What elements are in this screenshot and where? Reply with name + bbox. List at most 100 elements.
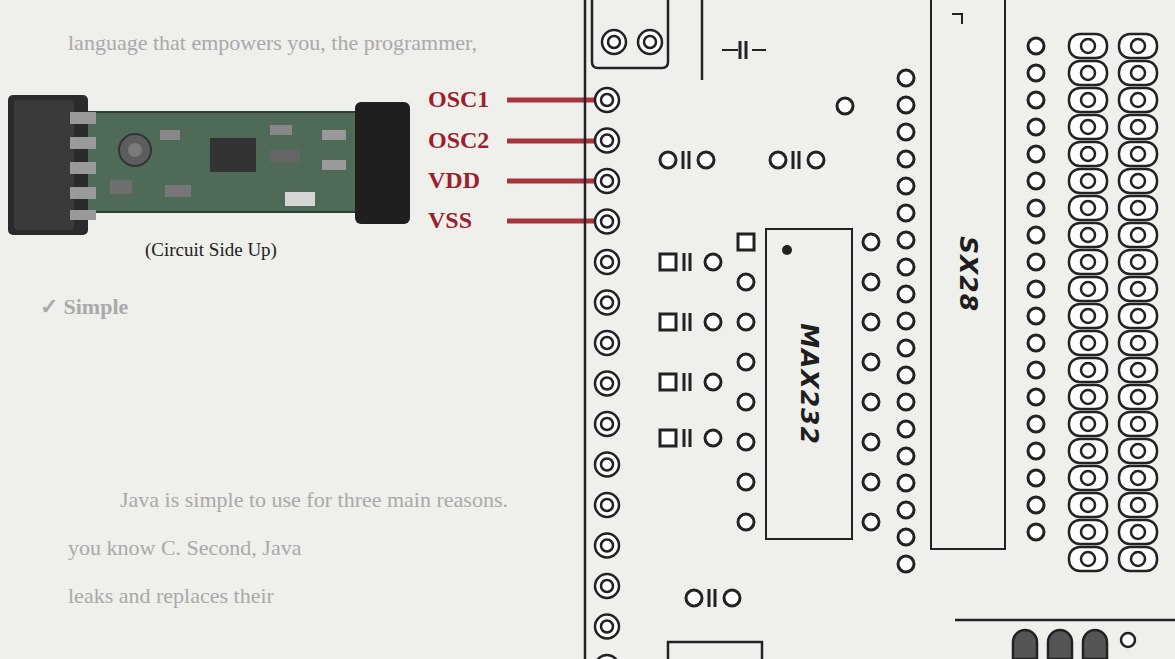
bleed-through-text: you know C. Second, Java bbox=[68, 535, 301, 560]
header-pad bbox=[601, 216, 613, 228]
header-pad bbox=[1131, 417, 1145, 431]
header-pad bbox=[1069, 196, 1107, 220]
header-pad bbox=[1069, 88, 1107, 112]
pad bbox=[863, 474, 879, 490]
header-pad bbox=[1119, 250, 1157, 274]
header-pad bbox=[595, 250, 619, 274]
module-photo bbox=[8, 95, 410, 235]
header-pad bbox=[1131, 336, 1145, 350]
capacitor-symbol bbox=[688, 151, 691, 169]
header-pad bbox=[1081, 417, 1095, 431]
header-pad bbox=[601, 418, 613, 430]
pad bbox=[898, 502, 914, 518]
pad bbox=[705, 430, 721, 446]
header-pad bbox=[1131, 201, 1145, 215]
pad bbox=[660, 152, 676, 168]
pad bbox=[738, 434, 754, 450]
header-pad bbox=[601, 337, 613, 349]
capacitor-symbol bbox=[689, 373, 692, 391]
header-pad bbox=[1119, 169, 1157, 193]
header-pad bbox=[1069, 466, 1107, 490]
board-parts bbox=[595, 14, 1157, 659]
pad bbox=[705, 254, 721, 270]
header-pad bbox=[1069, 250, 1107, 274]
pad bbox=[837, 98, 853, 114]
header-pad bbox=[1119, 493, 1157, 517]
board-outline bbox=[585, 0, 1175, 659]
chip-label: MAX232 bbox=[795, 323, 824, 445]
pad bbox=[1028, 173, 1044, 189]
header-pad bbox=[644, 36, 656, 48]
header-pad bbox=[1081, 66, 1095, 80]
header-pad bbox=[595, 88, 619, 112]
header-pad bbox=[595, 453, 619, 477]
header-pad bbox=[601, 297, 613, 309]
header-pad bbox=[1131, 363, 1145, 377]
header-pad bbox=[1119, 304, 1157, 328]
module-photo bbox=[210, 138, 256, 172]
pad bbox=[1028, 200, 1044, 216]
header-pad bbox=[1119, 61, 1157, 85]
pad bbox=[863, 274, 879, 290]
header-pad bbox=[1069, 493, 1107, 517]
pad bbox=[898, 340, 914, 356]
header-pad bbox=[595, 291, 619, 315]
capacitor-symbol bbox=[798, 151, 801, 169]
pad bbox=[898, 97, 914, 113]
header-pad bbox=[1131, 309, 1145, 323]
bleed-through-text: ✓ Simple bbox=[40, 294, 128, 319]
header-pad bbox=[1069, 547, 1107, 571]
capacitor-symbol bbox=[689, 313, 692, 331]
header-pad bbox=[1069, 250, 1107, 274]
header-pad bbox=[595, 331, 619, 355]
pad bbox=[898, 448, 914, 464]
header-pad bbox=[595, 372, 619, 396]
connector-pin bbox=[1013, 630, 1037, 659]
pad bbox=[898, 205, 914, 221]
header-pad bbox=[601, 621, 613, 633]
board-outline bbox=[584, 0, 587, 659]
bleed-through-text: leaks and replaces their bbox=[68, 583, 274, 608]
capacitor-symbol bbox=[709, 589, 715, 607]
header-pad bbox=[608, 36, 620, 48]
header-pad bbox=[1119, 88, 1157, 112]
pad bbox=[863, 354, 879, 370]
pad bbox=[898, 259, 914, 275]
leader-lines bbox=[507, 139, 595, 144]
header-pad bbox=[1119, 466, 1157, 490]
pad bbox=[898, 124, 914, 140]
header-pad bbox=[595, 210, 619, 234]
pad bbox=[738, 474, 754, 490]
pad bbox=[898, 151, 914, 167]
pad bbox=[898, 475, 914, 491]
header-pad bbox=[1069, 412, 1107, 436]
header-pad bbox=[595, 210, 619, 234]
header-pad bbox=[1069, 331, 1107, 355]
leader-lines bbox=[507, 100, 595, 221]
module-photo bbox=[85, 112, 380, 212]
header-pad bbox=[1069, 115, 1107, 139]
pad bbox=[1028, 389, 1044, 405]
pin1-mark bbox=[952, 14, 962, 24]
header-pad bbox=[595, 493, 619, 517]
header-pad bbox=[638, 30, 662, 54]
header-pad bbox=[1069, 34, 1107, 58]
pad bbox=[1028, 92, 1044, 108]
capacitor-lead bbox=[722, 49, 738, 51]
header-pad bbox=[1069, 277, 1107, 301]
header-pad bbox=[595, 574, 619, 598]
header-pad bbox=[1069, 466, 1107, 490]
capacitor-symbol bbox=[740, 41, 746, 59]
capacitor-symbol bbox=[683, 373, 686, 391]
header-pad bbox=[595, 169, 619, 193]
pad bbox=[1028, 281, 1044, 297]
module-photo bbox=[160, 130, 180, 140]
module-photo bbox=[70, 162, 96, 174]
header-pad bbox=[595, 534, 619, 558]
pad bbox=[738, 394, 754, 410]
header-pad bbox=[1119, 61, 1157, 85]
connector-pin bbox=[1083, 630, 1107, 659]
capacitor-symbol bbox=[684, 429, 690, 447]
header-pad bbox=[595, 534, 619, 558]
header-pad bbox=[1069, 520, 1107, 544]
